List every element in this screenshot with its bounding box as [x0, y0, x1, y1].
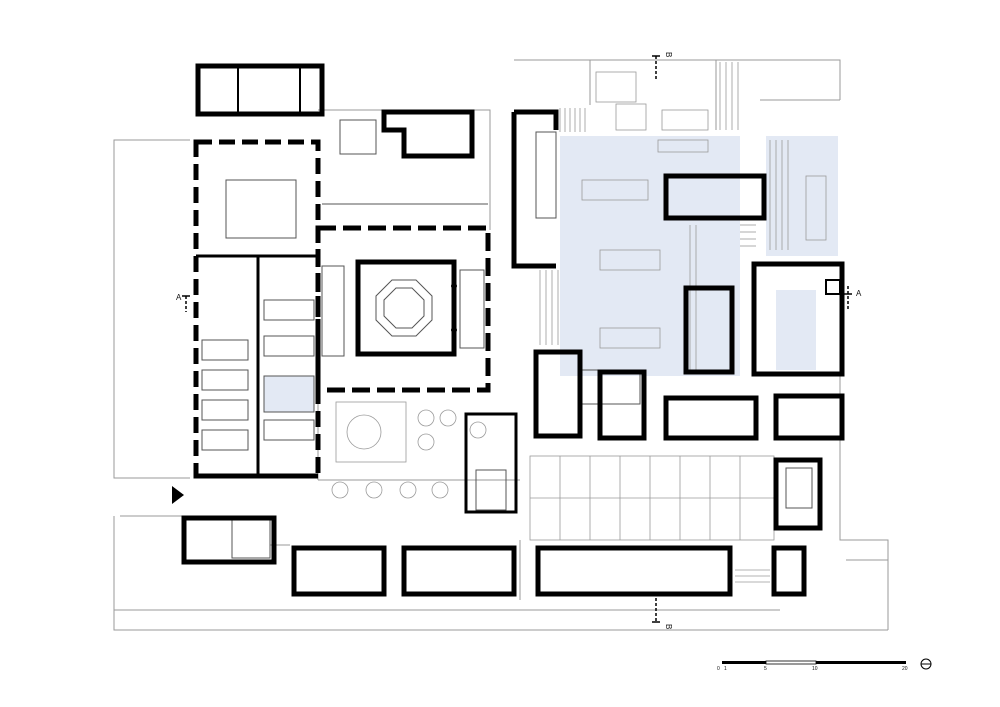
section-label-b-bottom: B	[664, 624, 673, 629]
section-label-a-right: A	[856, 289, 862, 298]
interior-partitions	[201, 119, 813, 559]
courtyard	[331, 401, 487, 499]
pool-areas	[560, 136, 838, 376]
section-label-a-left: A	[176, 293, 182, 302]
section-marker-a-left: A	[176, 293, 190, 312]
fixtures	[451, 279, 841, 333]
inner-pool	[776, 290, 816, 370]
scale-bar: 0 1 5 10 20	[717, 660, 908, 672]
section-label-b-top: B	[664, 52, 673, 57]
north-pavilion	[663, 173, 767, 221]
north-arrow-icon	[920, 658, 932, 670]
scale-tick-1: 1	[724, 666, 727, 672]
courtyard-fountain	[346, 414, 382, 450]
steps	[539, 62, 789, 583]
section-marker-b-top: B	[652, 52, 673, 80]
east-pavilion	[751, 261, 845, 377]
section-marker-b-bottom: B	[652, 598, 673, 629]
entrance-triangle-icon	[172, 486, 184, 504]
octagon-room	[355, 259, 457, 357]
south-wing	[535, 545, 733, 597]
octagonal-pool	[375, 279, 433, 337]
scale-tick-10: 10	[812, 666, 818, 672]
side-pool	[766, 136, 838, 256]
section-marker-a-right: A	[844, 286, 862, 310]
main-pool	[560, 136, 740, 376]
scale-tick-5: 5	[764, 666, 767, 672]
lounger-grid	[529, 71, 827, 541]
top-left-annex	[195, 63, 325, 117]
walls	[181, 63, 845, 597]
scale-tick-0: 0	[717, 666, 720, 672]
scale-tick-20: 20	[902, 666, 908, 672]
central-hall	[315, 225, 491, 393]
reception-block	[181, 515, 277, 565]
